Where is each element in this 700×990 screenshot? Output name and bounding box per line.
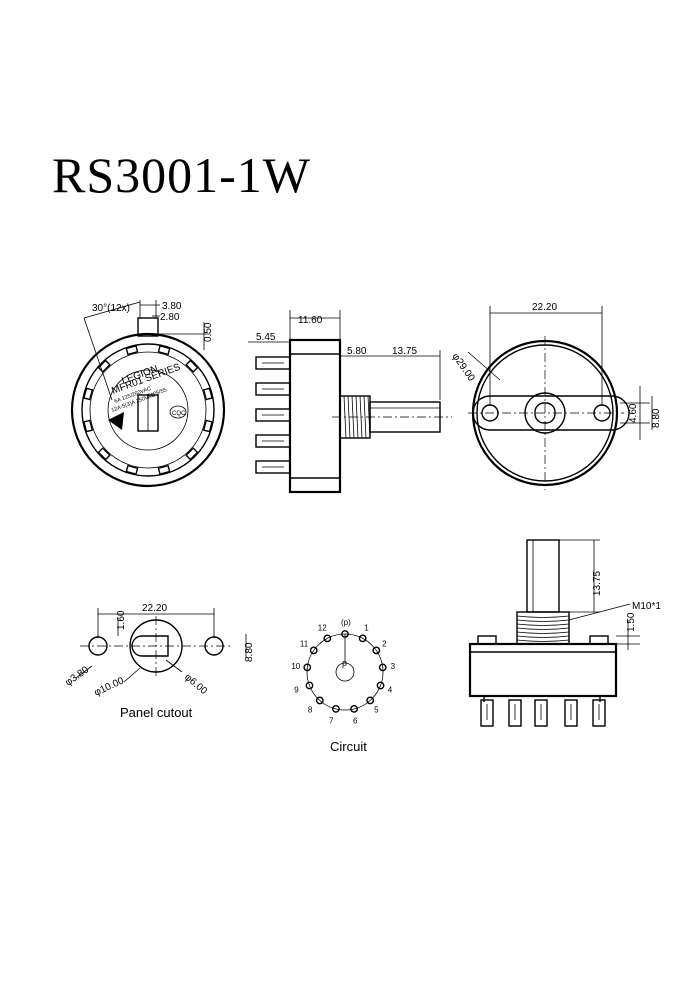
dim-shaft: 13.75 [392, 346, 417, 357]
cqc-mark [169, 405, 187, 419]
dim-a: 3.80 [162, 301, 182, 312]
dim-elev-base: 1.50 [626, 612, 637, 632]
front-tab [202, 387, 213, 401]
front-tab [157, 345, 171, 356]
logo-icon [108, 412, 124, 430]
cutout-key [131, 635, 169, 657]
circuit-node-label: (p) [341, 618, 351, 627]
front-terminal-tabs [83, 345, 213, 475]
side-terminal [255, 408, 291, 422]
circuit-node-label: 9 [294, 686, 299, 695]
panel-cutout: 22.20 1.60 8.80 φ3.80 φ10.00 φ6.00 Panel… [63, 603, 255, 720]
back-view: 22.20 φ29.00 4.60 8.80 [450, 302, 662, 490]
label-cqc: CQC [172, 411, 186, 417]
front-tab [83, 419, 94, 433]
circuit-node-label: 1 [364, 624, 369, 633]
elev-body [468, 642, 618, 698]
page-title: RS3001-1W [52, 147, 311, 203]
dim-cutout-offset: 1.60 [116, 610, 127, 630]
circuit-node-label: 10 [291, 662, 300, 671]
elev-terminal [592, 699, 606, 727]
panel-cutout-caption: Panel cutout [120, 705, 193, 720]
front-tab [202, 419, 213, 433]
circuit-node [303, 663, 312, 672]
elev-thread-lines [516, 615, 570, 642]
front-outer-ring [70, 332, 226, 488]
front-inner-ring [81, 343, 215, 477]
front-tab [185, 359, 199, 373]
circuit-node-label: 5 [374, 705, 379, 714]
circuit-node-label: 3 [391, 662, 396, 671]
front-tab [125, 345, 139, 356]
circuit-node [315, 696, 324, 705]
dim-bushing: 5.80 [347, 346, 367, 357]
circuit-node [358, 634, 367, 643]
elev-terminals [480, 699, 606, 727]
circuit-node [372, 646, 381, 655]
dim-cutout-height: 8.80 [244, 642, 255, 662]
dim-body: 11.60 [298, 315, 323, 326]
circuit-node [332, 704, 340, 713]
front-tab [97, 359, 111, 373]
side-terminals [255, 356, 291, 474]
circuit-node [323, 634, 332, 643]
circuit-node-label: 2 [382, 640, 387, 649]
circuit-node [366, 696, 375, 705]
dim-hole-key: φ6.00 [182, 672, 209, 697]
dim-terminal: 5.45 [256, 332, 276, 343]
circuit-node-label: 4 [388, 686, 393, 695]
circuit-node-label: 6 [353, 717, 358, 726]
side-terminal [255, 356, 291, 370]
front-top-key [137, 317, 159, 337]
circuit-node-label: 7 [329, 717, 334, 726]
dim-hole-center: φ10.00 [93, 675, 127, 698]
dim-flat: 4.60 [628, 403, 639, 423]
elevation-view: 13.75 M10*1 1.50 [468, 539, 661, 727]
back-mount-plate [472, 395, 630, 431]
circuit-node-label: 11 [300, 640, 309, 649]
elev-shaft [526, 539, 560, 613]
front-tab [97, 447, 111, 461]
circuit-node-label: 8 [308, 705, 313, 714]
dim-elev-thread: M10*1 [632, 601, 661, 612]
front-view: LEGION MFR01 SERIES 6A 125/250VAC T125/5… [70, 300, 226, 488]
front-tab [185, 447, 199, 461]
elev-terminal [564, 699, 578, 727]
front-tab [125, 464, 139, 475]
circuit-node [305, 681, 314, 690]
dim-width: 22.20 [532, 302, 557, 313]
circuit-node [378, 663, 387, 672]
front-tab [157, 464, 171, 475]
dim-b: 2.80 [160, 312, 180, 323]
circuit-node [309, 646, 318, 655]
dim-cutout-width: 22.20 [142, 603, 167, 614]
elev-terminal [480, 699, 494, 727]
side-terminal [255, 434, 291, 448]
side-terminal [255, 460, 291, 474]
dim-c: 0.50 [203, 322, 214, 342]
circuit-node [376, 681, 385, 690]
dim-elev-shaft: 13.75 [592, 571, 603, 596]
elev-terminal [508, 699, 522, 727]
circuit-center-label: p [342, 658, 347, 668]
side-terminal [255, 382, 291, 396]
circuit-node [350, 704, 358, 713]
circuit-node-label: 12 [318, 624, 327, 633]
side-body [288, 338, 342, 494]
front-tab [83, 387, 94, 401]
circuit-caption: Circuit [330, 739, 367, 754]
dim-angle: 30°(12x) [92, 303, 130, 314]
elev-terminal [534, 699, 548, 727]
dim-hole-small: φ3.80 [63, 664, 91, 688]
side-view: 11.60 5.45 5.80 13.75 [248, 310, 452, 494]
dim-slot: 8.80 [651, 408, 662, 428]
